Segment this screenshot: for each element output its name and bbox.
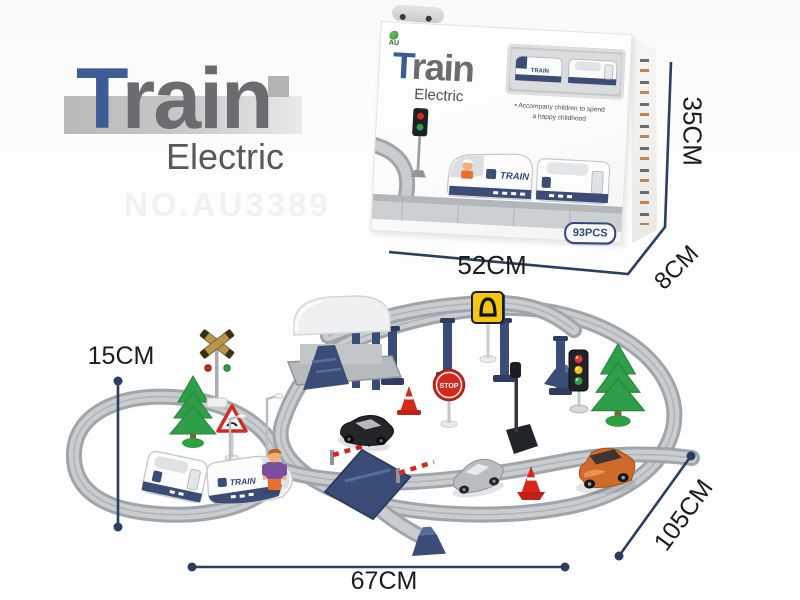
crossing-barrier-icon [330,441,371,465]
toy-figure [262,448,287,495]
stop-sign-label: STOP [440,383,459,390]
stop-sign: STOP [432,368,466,428]
tunnel-icon [479,297,497,317]
traffic-cone [397,386,421,415]
pine-tree [590,342,646,427]
inset-train-car: TRAIN [514,55,563,83]
bridge-pier [381,326,404,385]
train-front-car: TRAIN [206,455,293,505]
traffic-cone [517,466,545,500]
title-first-letter: T [76,51,124,147]
track-ramp-buffer [412,526,446,556]
box-bullet-text: • Accompany children to spend a happy ch… [514,102,605,123]
box-front-panel: TRAIN AU Train Elec [370,21,633,245]
street-lamp [260,393,284,467]
page-title: Train [76,56,274,142]
box-spine [631,35,657,243]
box-traffic-light-icon [410,107,429,178]
pieces-badge: 93PCS [563,221,617,245]
set-width-label: 67CM [350,567,418,595]
set-height-label: 15CM [87,342,155,370]
inset-train-car [567,58,618,86]
train-rear-car [141,450,208,503]
box-width-label: 52CM [457,250,527,280]
silver-sports-car [452,458,504,498]
inset-train-label: TRAIN [530,68,549,75]
orange-suv-car [575,447,636,495]
box-spine-icons [640,59,649,225]
track-spur [362,492,424,538]
station [286,295,403,390]
tunnel-sign [471,291,505,363]
tray-wheel-icon [425,15,432,22]
pine-tree [168,374,218,448]
watermark-text: NO.AU3389 [124,186,331,223]
box-height-label: 35CM [677,96,708,166]
train-side-label: TRAIN [229,476,256,488]
inset-train-photo: TRAIN [509,49,622,95]
street-lamp [223,413,247,470]
box-platform-edge [372,193,623,214]
box-depth-label: 8CM [649,240,705,296]
title-i-dot [268,76,289,97]
box-track-curve [371,135,416,218]
bridge-pier [549,336,572,395]
crossbuck-sign [199,329,235,408]
bridge-pier [436,318,459,379]
box-train-rear-car [535,158,611,205]
page-subtitle: Electric [166,136,285,177]
railroad-crossing [323,441,435,521]
box-train-side-label: TRAIN [500,170,531,183]
elevated-track [328,303,574,395]
station-roof [293,295,391,336]
street-light-dark [506,362,538,454]
set-length-label: 105CM [648,474,719,557]
bridge-pier [493,318,516,382]
black-sports-car [337,415,395,452]
box-train-roundel-icon [485,168,497,180]
station-slide [303,345,349,390]
tray-wheel-icon [399,13,406,21]
box-driver-figure [462,160,473,171]
track-left-loop [74,397,278,515]
train-roundel-icon [217,477,227,488]
title-rest: rain [121,51,274,147]
train-canopy [259,458,290,492]
warning-sign [216,404,248,462]
leaf-icon [389,30,399,40]
box-title: Train [391,44,475,90]
track-right-loop [281,308,675,515]
box-subtitle: Electric [413,85,464,106]
box-train-canopy [449,155,485,178]
crossing-barrier-icon [396,459,435,483]
traffic-light [568,349,589,414]
box-train-front-car: TRAIN [446,153,533,201]
track-road-branch [282,455,692,483]
title-band [64,96,302,134]
track-ramp-buffer [544,363,574,392]
train-driver [268,467,279,478]
box-top-tray [391,4,445,24]
box-inset-photo: TRAIN [505,43,626,100]
